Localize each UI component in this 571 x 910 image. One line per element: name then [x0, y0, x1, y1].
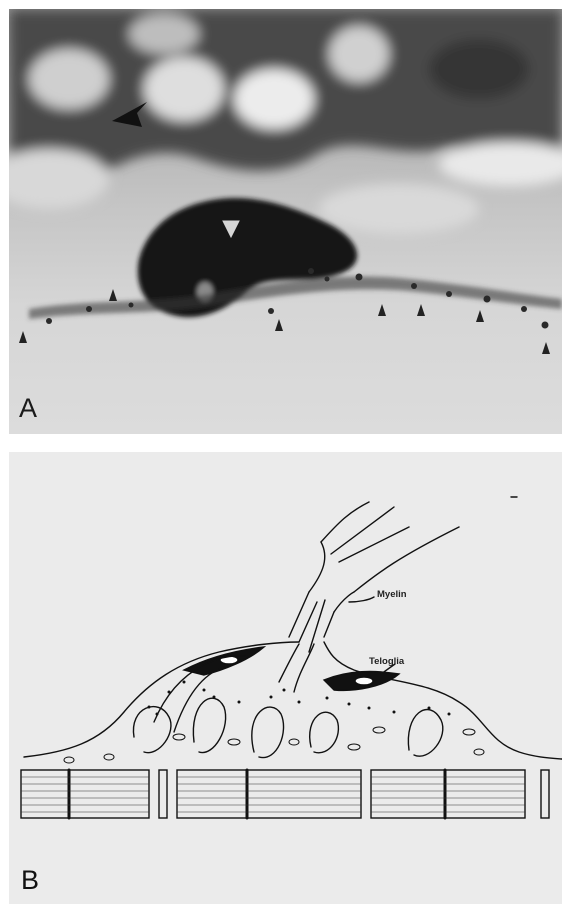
- panel-a-letter: A: [19, 395, 37, 422]
- junction-diagram: [9, 452, 562, 904]
- teloglia-label: Teloglia: [369, 656, 404, 667]
- myelin-label: Myelin: [377, 589, 407, 600]
- micrograph-panel-a: A: [9, 9, 562, 434]
- panel-b-letter: B: [21, 867, 39, 894]
- diagram-panel-b: Myelin Teloglia B: [9, 452, 562, 904]
- micrograph-image: [9, 9, 562, 434]
